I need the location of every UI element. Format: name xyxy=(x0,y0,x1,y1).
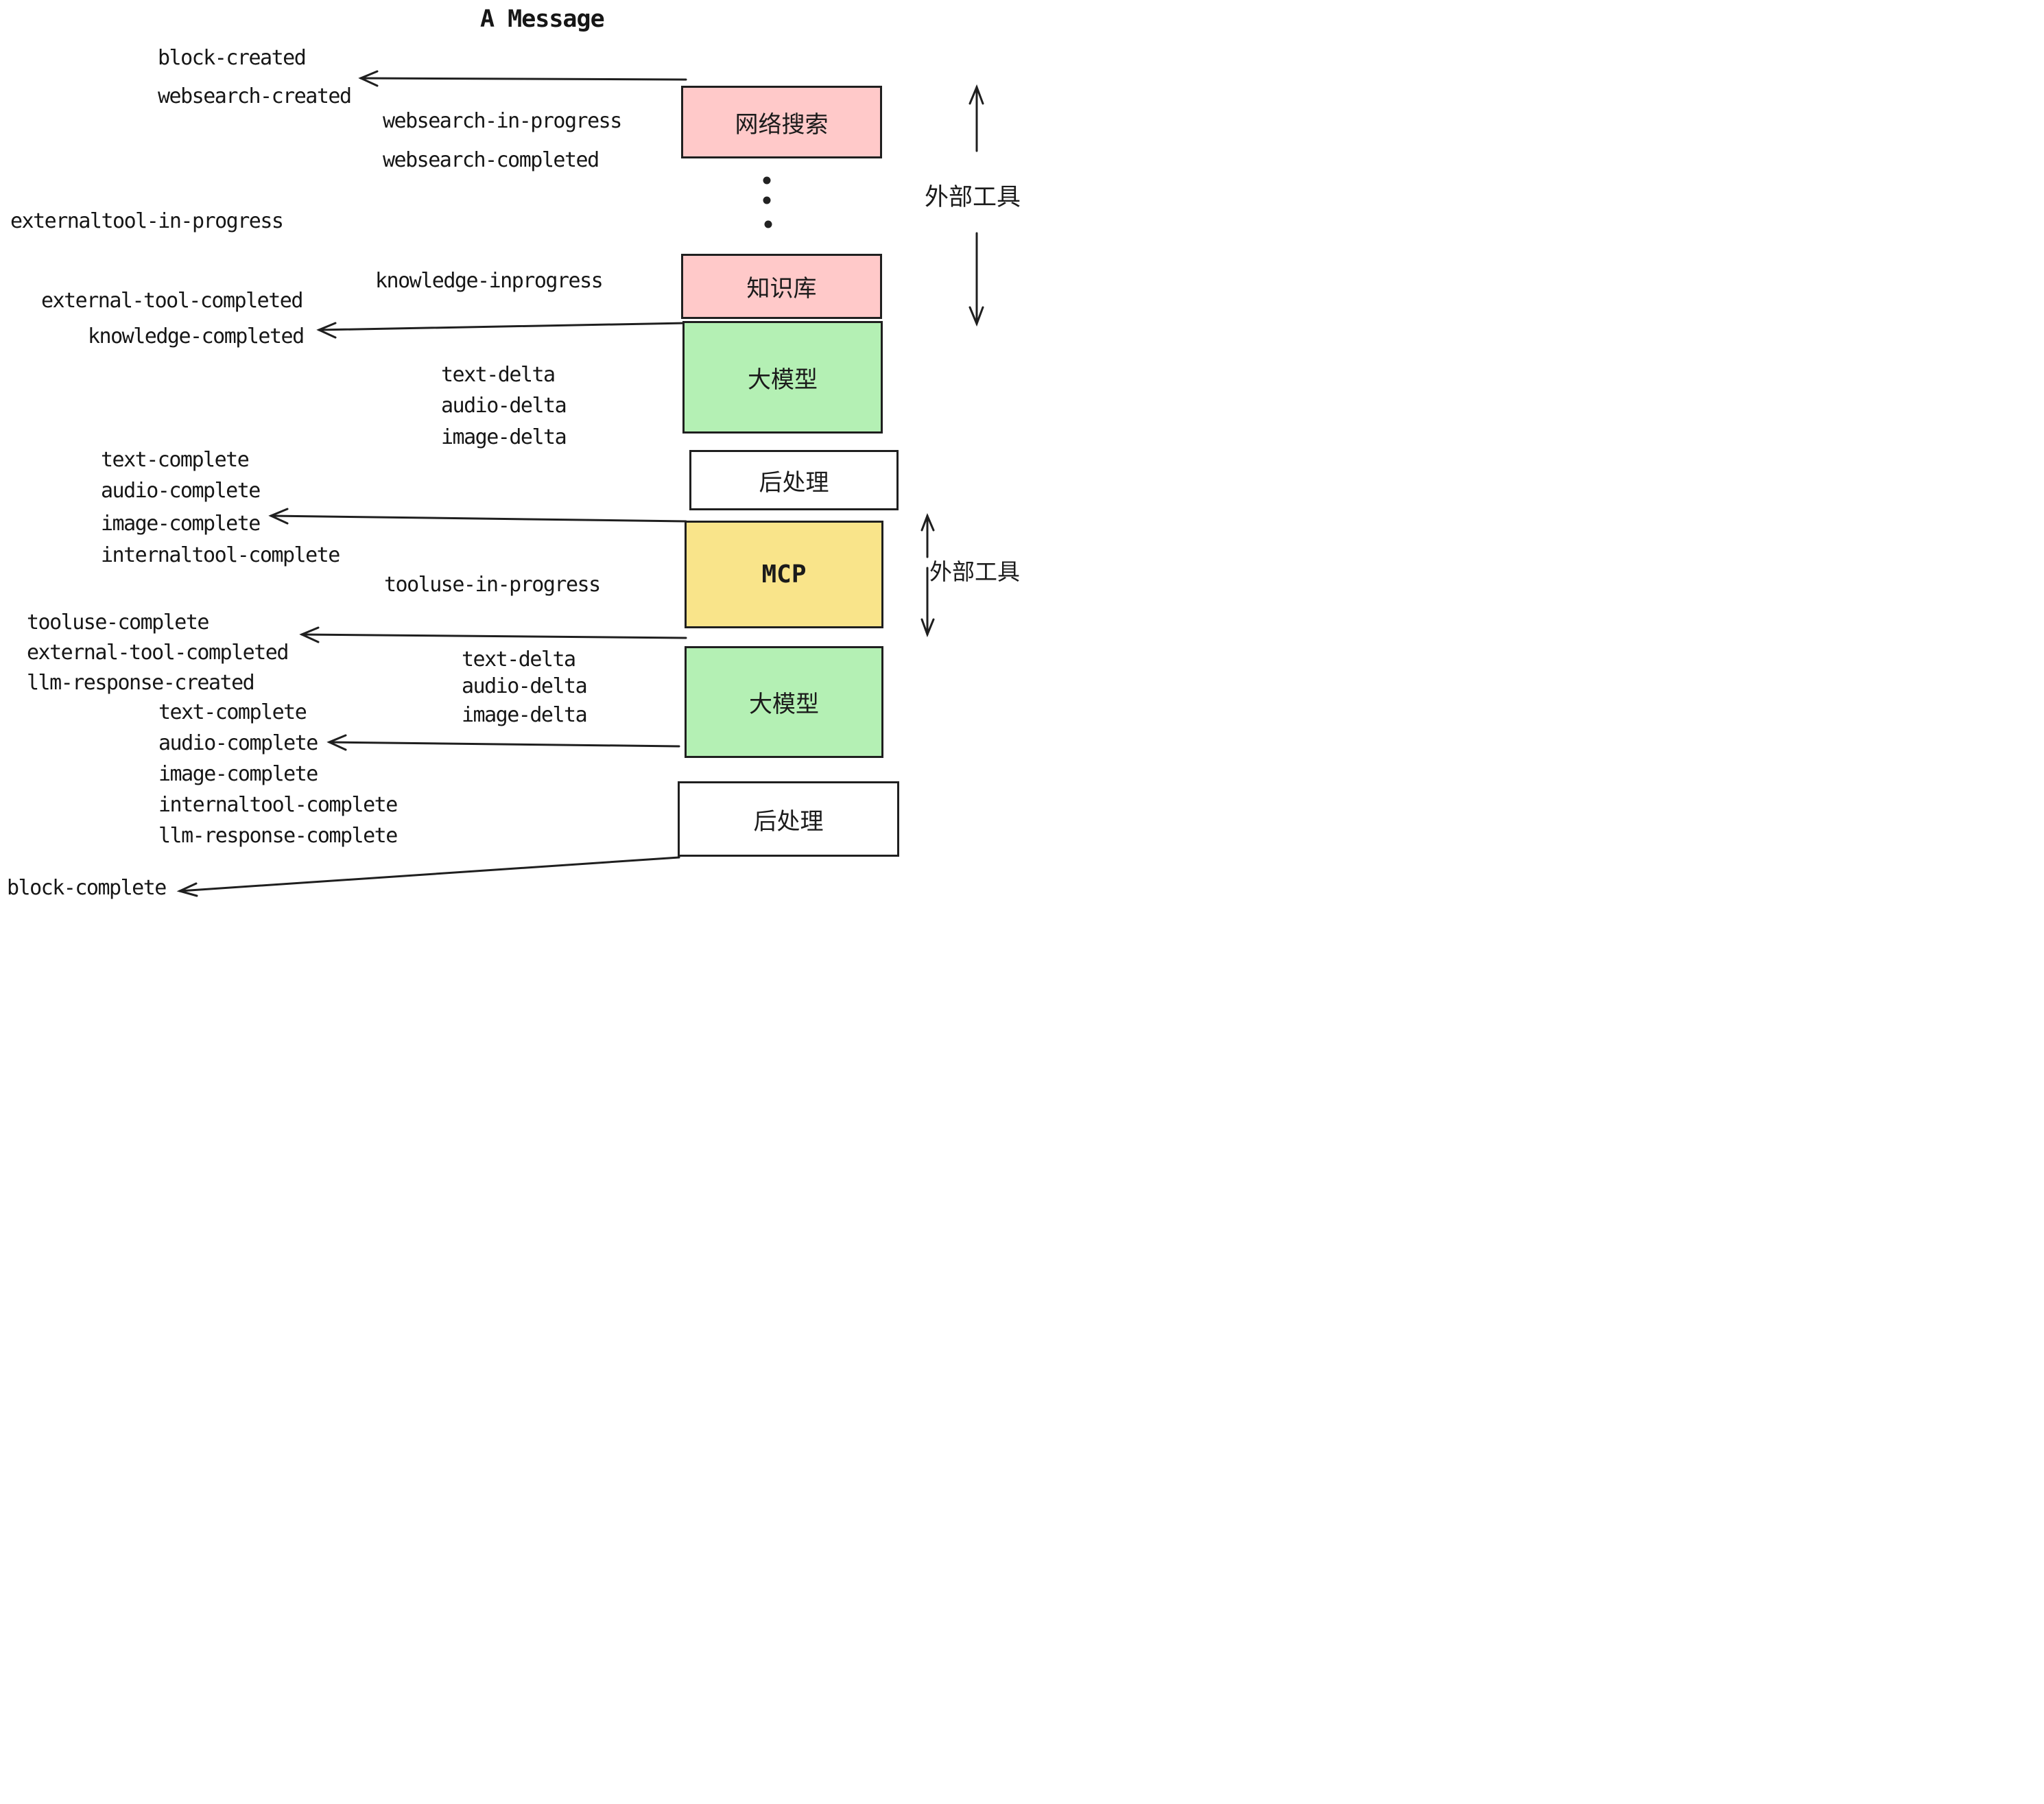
diagram-title: A Message xyxy=(480,5,605,33)
external-tool-label-top: 外部工具 xyxy=(925,184,1021,211)
event-text-delta: text-delta xyxy=(441,363,556,387)
event-websearch-completed: websearch-completed xyxy=(383,148,599,172)
external-tool-label-mcp: 外部工具 xyxy=(929,558,1020,585)
event-audio-delta: audio-delta xyxy=(441,394,567,418)
arrow-block-complete-icon xyxy=(176,856,680,897)
event-audio-delta-2: audio-delta xyxy=(462,674,588,698)
knowledge-box: 知识库 xyxy=(681,254,882,319)
llm-box-2: 大模型 xyxy=(685,646,883,758)
event-text-delta-2: text-delta xyxy=(462,648,576,672)
arrow-llm-complete-icon xyxy=(326,734,680,751)
event-llm-response-complete: llm-response-complete xyxy=(158,824,398,848)
event-external-tool-completed-2: external-tool-completed xyxy=(27,641,289,665)
event-text-complete-2: text-complete xyxy=(158,700,307,724)
ellipsis-dots-icon xyxy=(763,176,772,228)
post-box-2: 后处理 xyxy=(678,781,899,857)
arrow-knowledge-completed-icon xyxy=(316,322,687,339)
event-websearch-in-progress: websearch-in-progress xyxy=(383,109,622,133)
arrow-internal-complete-icon xyxy=(268,508,687,525)
external-tool-double-arrow-icon xyxy=(968,84,984,327)
event-internaltool-complete-2: internaltool-complete xyxy=(158,793,398,817)
event-image-complete-2: image-complete xyxy=(158,762,318,786)
event-knowledge-completed: knowledge-completed xyxy=(88,324,305,348)
event-external-tool-completed: external-tool-completed xyxy=(41,289,303,313)
llm-box-1: 大模型 xyxy=(682,321,883,434)
event-llm-response-created: llm-response-created xyxy=(27,671,255,695)
llm-box-2-label: 大模型 xyxy=(749,691,819,718)
event-externaltool-in-progress: externaltool-in-progress xyxy=(10,209,284,233)
event-audio-complete: audio-complete xyxy=(101,479,261,503)
event-knowledge-inprogress: knowledge-inprogress xyxy=(375,269,604,293)
knowledge-box-label: 知识库 xyxy=(746,275,817,302)
diagram-canvas: A Message xyxy=(0,0,1022,902)
event-block-created: block-created xyxy=(158,46,307,70)
event-tooluse-in-progress: tooluse-in-progress xyxy=(384,573,601,597)
event-image-delta-2: image-delta xyxy=(462,703,588,727)
event-image-delta: image-delta xyxy=(441,425,567,449)
post-box-1-label: 后处理 xyxy=(759,468,829,497)
event-text-complete: text-complete xyxy=(101,448,250,472)
event-tooluse-complete: tooluse-complete xyxy=(27,610,209,634)
arrows-layer xyxy=(176,70,984,897)
post-box-2-label: 后处理 xyxy=(753,807,824,835)
mcp-external-tool-double-arrow-icon xyxy=(920,513,935,638)
event-image-complete: image-complete xyxy=(101,512,261,536)
arrow-tooluse-complete-icon xyxy=(299,626,687,643)
mcp-box: MCP xyxy=(685,521,883,628)
event-internaltool-complete: internaltool-complete xyxy=(101,543,340,567)
event-websearch-created: websearch-created xyxy=(158,84,352,108)
post-box-1: 后处理 xyxy=(689,450,899,510)
llm-box-1-label: 大模型 xyxy=(748,366,818,394)
websearch-box-label: 网络搜索 xyxy=(735,110,829,139)
mcp-box-label: MCP xyxy=(761,560,807,589)
arrow-websearch-created-icon xyxy=(358,70,687,87)
event-audio-complete-2: audio-complete xyxy=(158,731,318,755)
websearch-box: 网络搜索 xyxy=(681,86,882,158)
event-block-complete: block-complete xyxy=(7,876,167,900)
